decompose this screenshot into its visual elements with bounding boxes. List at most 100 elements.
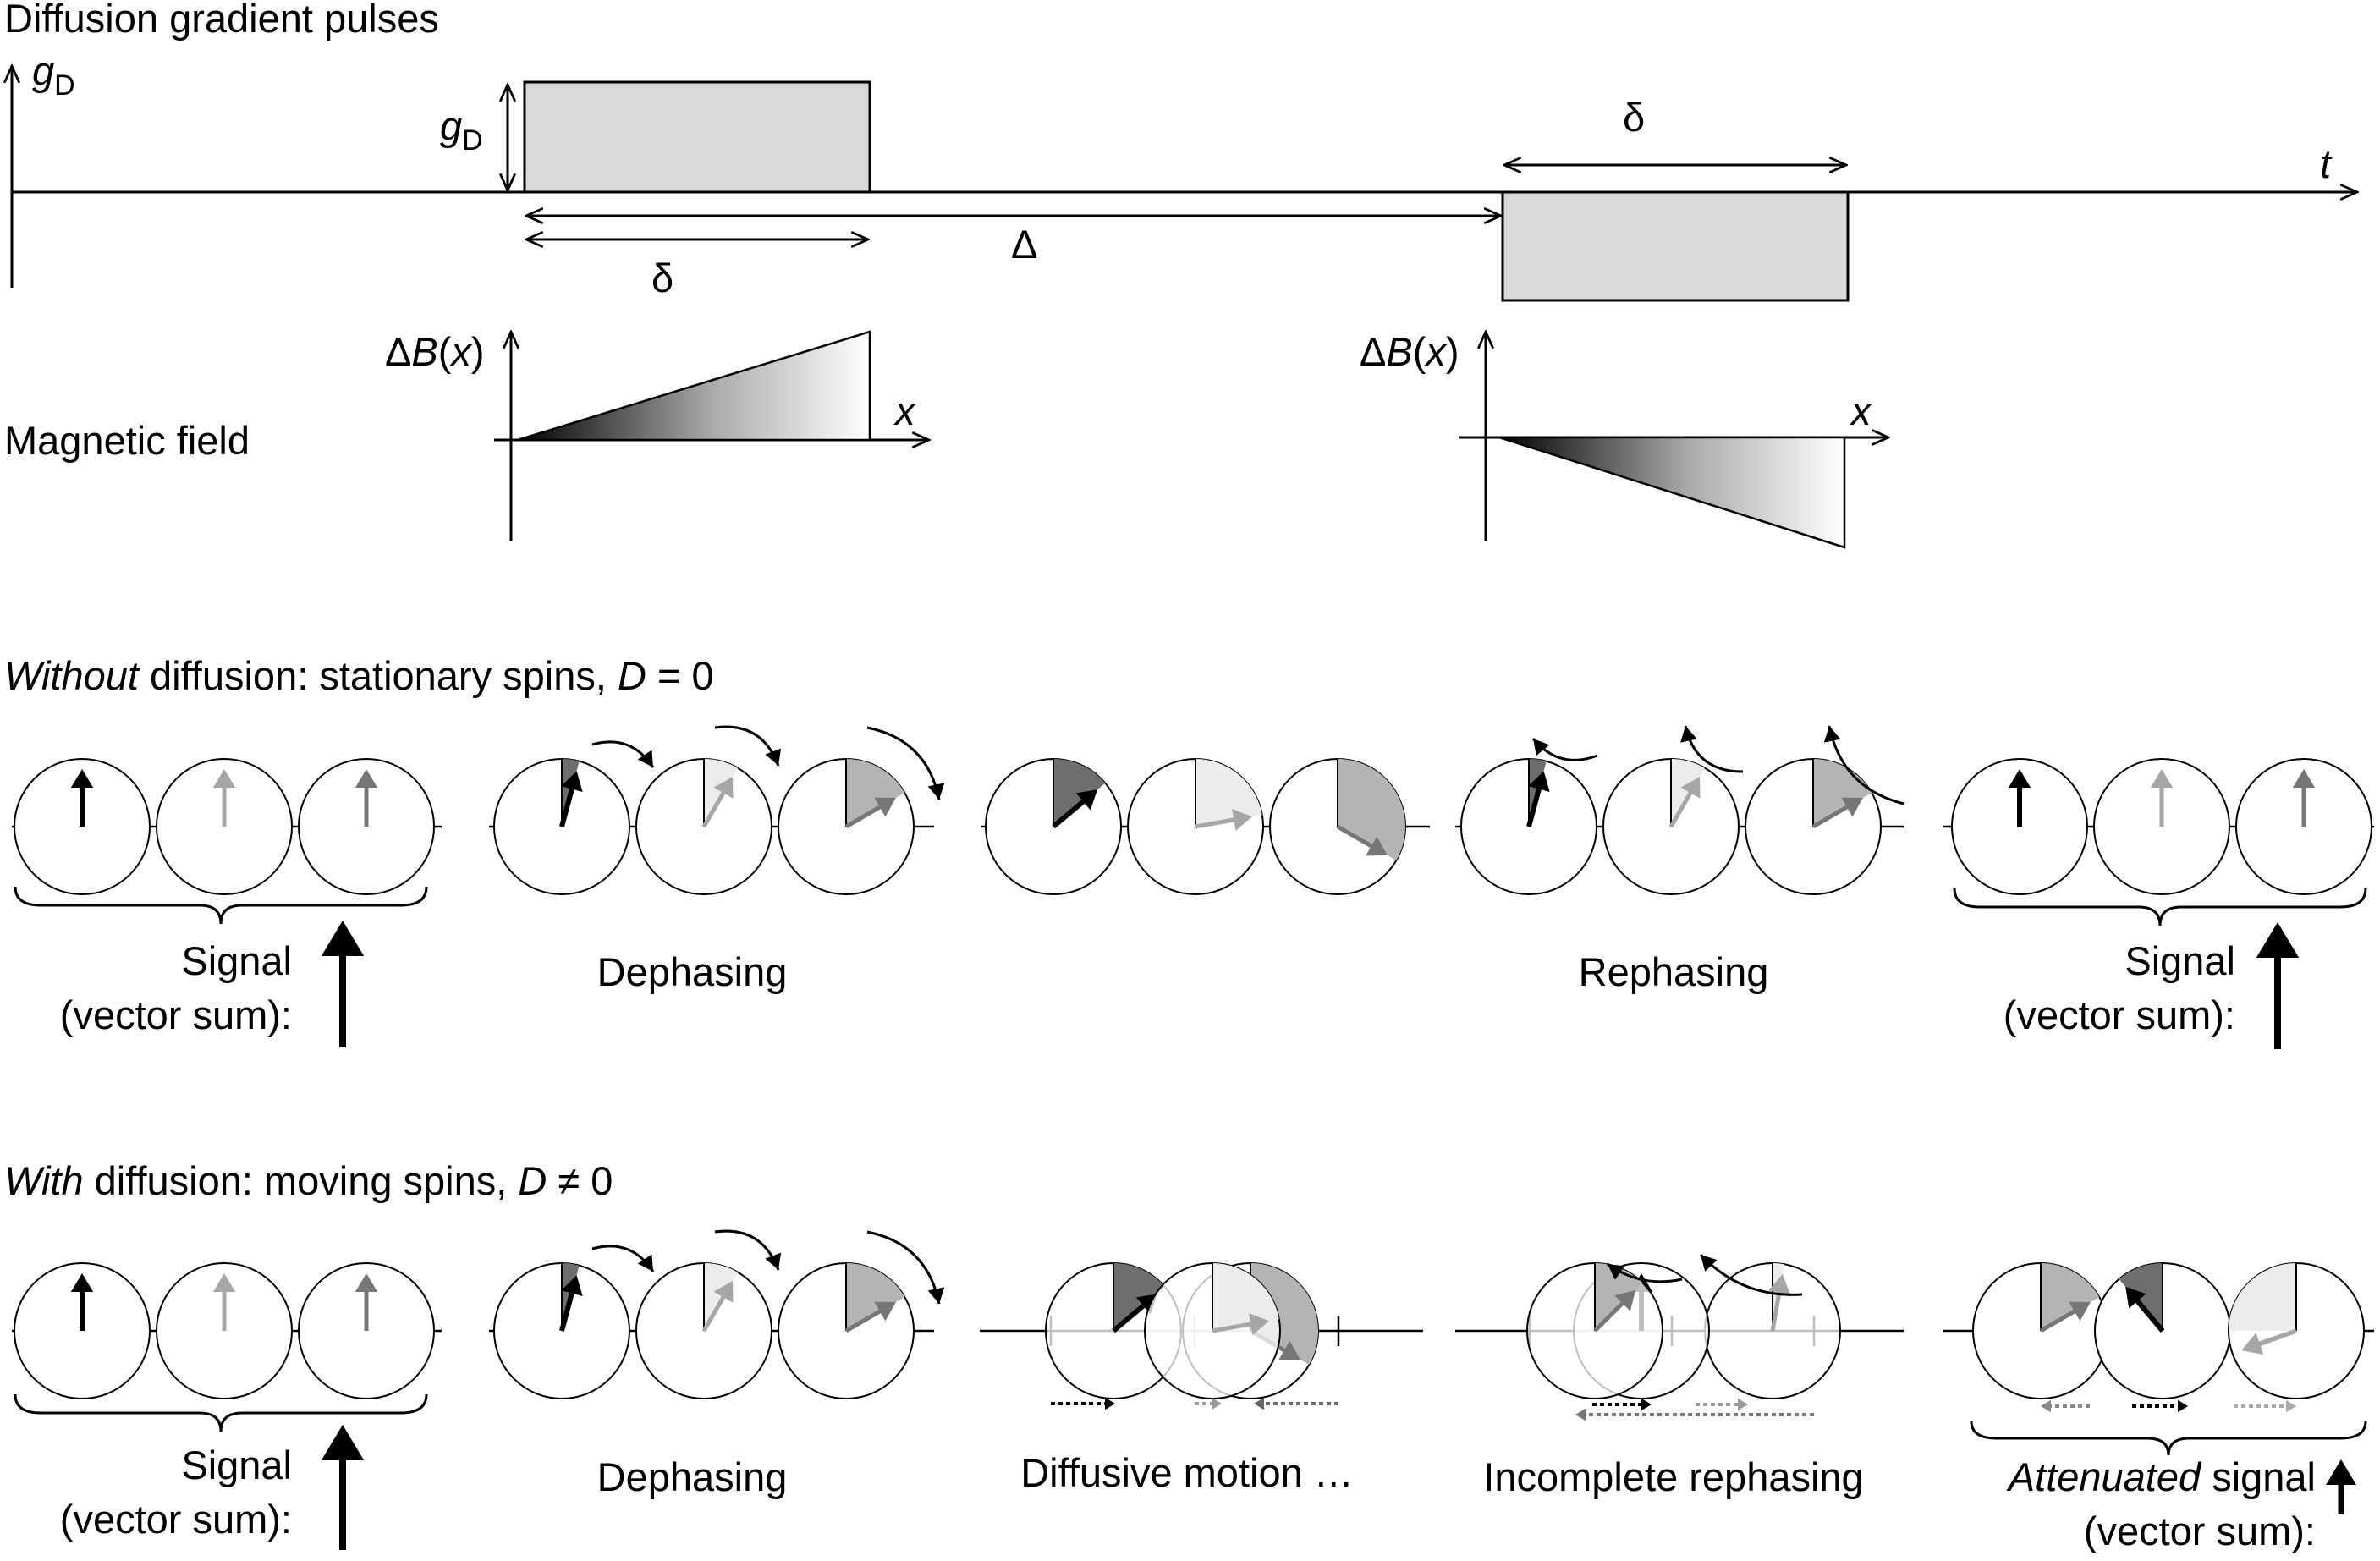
- spin-circle: [1144, 1262, 1281, 1399]
- motion-arrow: [2041, 1399, 2090, 1413]
- signal-label-line1: Signal: [181, 1443, 292, 1487]
- motion-arrow: [1696, 1398, 1748, 1411]
- motion-arrow: [1575, 1408, 1814, 1421]
- spin-arrow: [2008, 769, 2031, 827]
- phase-sector: [1195, 759, 1262, 827]
- spin-arrow: [70, 1273, 94, 1331]
- gradient-pulse-positive: [523, 80, 871, 194]
- spin-circle: [778, 1262, 915, 1399]
- rotation-arrow: [866, 726, 945, 800]
- without-diffusion-heading: Without diffusion: stationary spins, D =…: [4, 653, 714, 698]
- row2-signal-left: Signal (vector sum):: [60, 1443, 292, 1542]
- phase-sector: [2229, 1263, 2297, 1355]
- spin-circle: [14, 758, 151, 895]
- signal-arrow: [321, 1425, 365, 1550]
- rotation-arrow: [1680, 725, 1744, 773]
- attenuated-signal-arrow: [2326, 1459, 2356, 1514]
- spin-circle: [1127, 758, 1264, 895]
- phase-sector: [1212, 1263, 1279, 1331]
- spin-circle: [1526, 1262, 1663, 1399]
- field-x-label-2: x: [1850, 388, 1872, 433]
- signal-label-line2: (vector sum):: [2003, 992, 2235, 1037]
- spin-arrow: [355, 769, 378, 827]
- delta-label-2: δ: [1623, 95, 1645, 140]
- spin-arrow: [559, 1275, 583, 1332]
- spin-circle: [985, 758, 1122, 895]
- rotation-arrow: [1531, 738, 1598, 761]
- rotation-arrow: [591, 1245, 655, 1272]
- incomplete-rephasing-label: Incomplete rephasing: [1483, 1454, 1863, 1499]
- motion-arrow: [2132, 1399, 2188, 1413]
- field-y-label-2: ΔB(x): [1360, 329, 1459, 374]
- brace: [14, 886, 428, 925]
- spin-arrow: [2150, 769, 2174, 827]
- rotation-arrow: [714, 1229, 782, 1271]
- phase-sector: [846, 759, 905, 827]
- spin-arrow: [212, 769, 236, 827]
- row1-signal-left: Signal (vector sum):: [60, 938, 292, 1037]
- spin-circle: [778, 758, 915, 895]
- spin-arrow: [1811, 797, 1863, 829]
- motion-arrow: [1254, 1397, 1338, 1410]
- spin-circle: [1972, 1262, 2109, 1399]
- spin-circle: [2093, 758, 2230, 895]
- figure-title: Diffusion gradient pulses: [4, 0, 439, 41]
- spin-circle: [156, 758, 293, 895]
- spin-circle: [2235, 758, 2372, 895]
- field-y-label-1: ΔB(x): [385, 329, 485, 374]
- brace: [1970, 1421, 2367, 1456]
- spin-arrow: [1336, 824, 1388, 856]
- row1-signal-right: Signal (vector sum):: [2003, 938, 2235, 1037]
- spin-arrow: [212, 1273, 236, 1331]
- phase-sector: [846, 1263, 905, 1331]
- spin-circle: [635, 758, 772, 895]
- motion-arrow: [1195, 1397, 1222, 1410]
- gradient-pulse-negative: [1501, 190, 1850, 302]
- time-axis-label: t: [2320, 141, 2333, 186]
- row2-dephasing-label: Dephasing: [597, 1454, 788, 1499]
- spin-circle: [493, 1262, 630, 1399]
- spin-arrow: [1593, 1289, 1636, 1333]
- spin-arrow: [1052, 789, 1098, 829]
- signal-label-line2: (vector sum):: [60, 992, 292, 1037]
- spin-arrow: [2039, 1301, 2091, 1333]
- signal-arrow: [2256, 922, 2300, 1049]
- spin-arrow: [1767, 1274, 1790, 1332]
- spin-circle: [1460, 758, 1597, 895]
- motion-arrow: [2234, 1399, 2296, 1413]
- spin-arrow: [701, 1281, 734, 1333]
- spin-arrow: [2292, 769, 2316, 827]
- spin-arrow: [1526, 771, 1550, 827]
- spin-circle: [298, 1262, 435, 1399]
- field-gradient-negative: [1498, 436, 1846, 549]
- rotation-arrow: [1699, 1253, 1803, 1296]
- spin-panels: [12, 725, 2374, 1550]
- rotation-arrow: [714, 725, 782, 767]
- motion-arrow: [1592, 1398, 1652, 1411]
- spin-arrow: [844, 1301, 896, 1333]
- signal-label-line2: (vector sum):: [60, 1497, 292, 1542]
- motion-arrow: [1051, 1397, 1115, 1410]
- rotation-arrow: [1607, 1262, 1683, 1283]
- brace: [1953, 888, 2367, 926]
- spin-circle: [1269, 758, 1406, 895]
- gd-axis-label: gD: [32, 48, 75, 102]
- spin-arrow: [2125, 1286, 2165, 1333]
- phase-sector: [1813, 759, 1872, 827]
- phase-sector: [2119, 1263, 2165, 1333]
- attenuated-line1: Attenuated signal: [2006, 1454, 2316, 1499]
- diffusive-motion-label: Diffusive motion …: [1020, 1450, 1354, 1495]
- phase-sector: [2041, 1263, 2100, 1331]
- spin-arrow: [1195, 809, 1252, 832]
- spin-circle: [1951, 758, 2088, 895]
- spin-circle: [635, 1262, 772, 1399]
- spin-arrow: [844, 797, 896, 829]
- spin-arrow: [2242, 1328, 2297, 1355]
- magnetic-field-label: Magnetic field: [4, 418, 250, 463]
- amplitude-label: gD: [440, 103, 483, 157]
- spin-arrow: [559, 771, 583, 827]
- delta-label-1: δ: [651, 256, 673, 300]
- spin-arrow: [70, 769, 94, 827]
- big-delta-label: Δ: [1011, 222, 1037, 267]
